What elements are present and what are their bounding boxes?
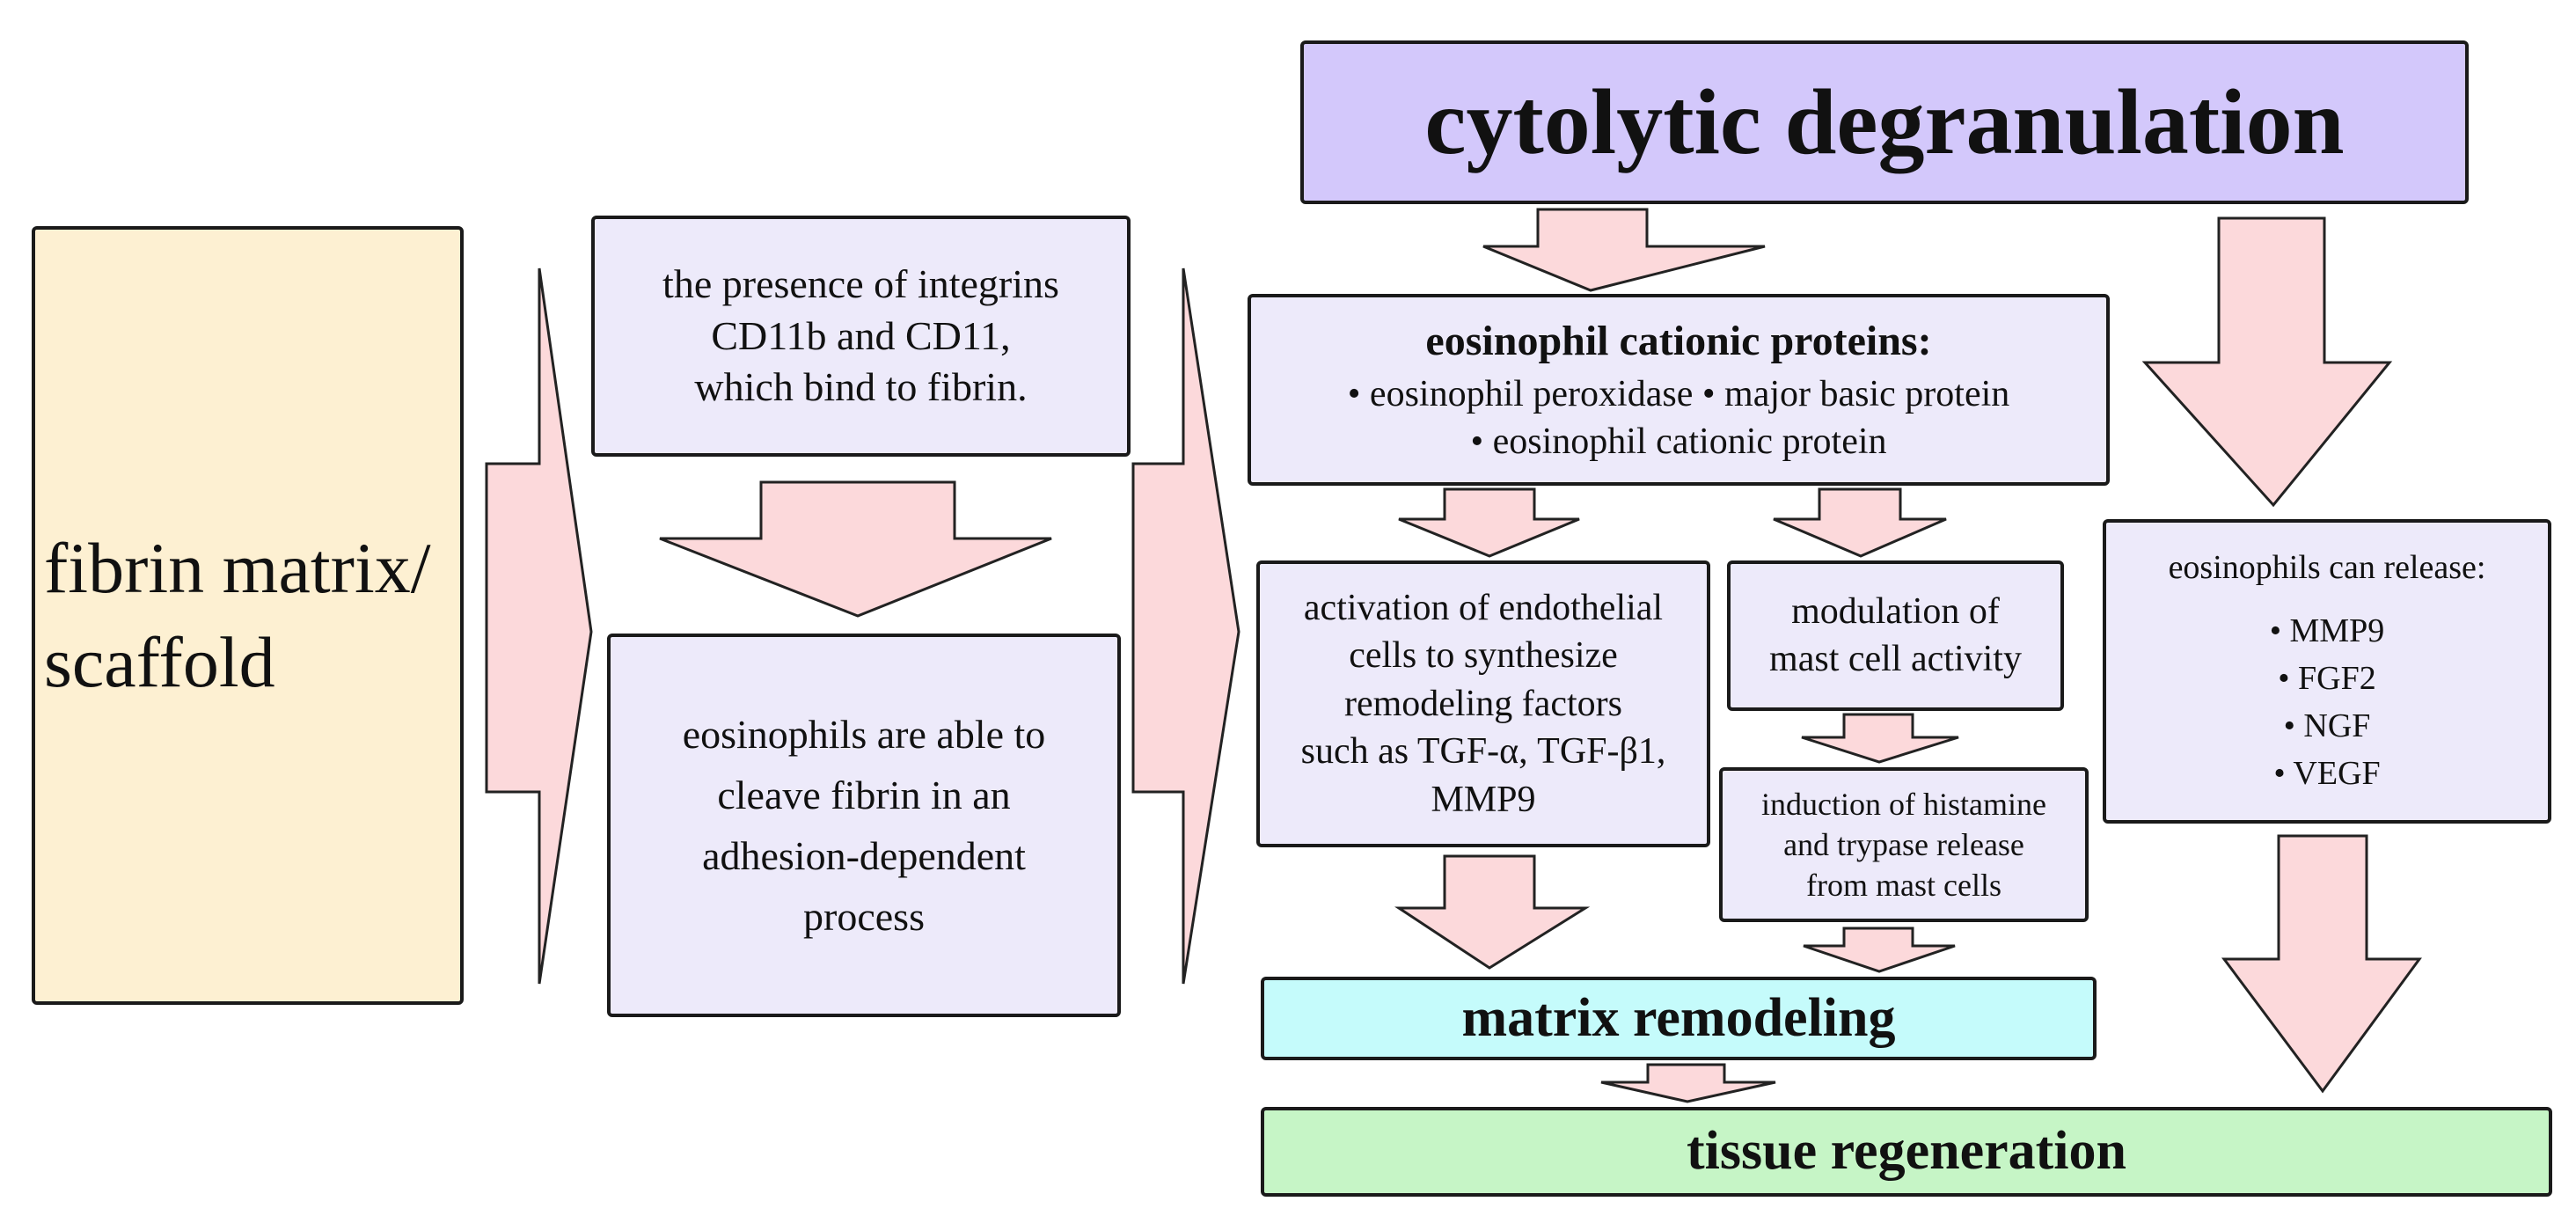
mast-cell-modulation-box: modulation of mast cell activity — [1727, 560, 2064, 711]
histamine-release-box: induction of histamine and trypase relea… — [1719, 767, 2089, 922]
integrins-line-3: which bind to fibrin. — [694, 364, 1028, 410]
endothelial-line-1: activation of endothelial — [1303, 587, 1664, 628]
down-arrow-endothelial-to-matrix — [1394, 854, 1591, 970]
cytolytic-degranulation-box: cytolytic degranulation — [1300, 40, 2469, 204]
cleave-fibrin-box: eosinophils are able to cleave fibrin in… — [607, 634, 1121, 1017]
cleave-line-1: eosinophils are able to — [682, 712, 1046, 757]
endothelial-line-2: cells to synthesize — [1349, 635, 1618, 677]
cytolytic-title: cytolytic degranulation — [1424, 70, 2345, 174]
fibrin-line-1: fibrin matrix/ — [44, 527, 431, 608]
down-arrow-release-to-tissue — [2221, 834, 2422, 1094]
cationic-proteins-box: eosinophil cationic proteins: • eosinoph… — [1248, 294, 2110, 486]
histamine-line-2: and trypase release — [1783, 826, 2024, 862]
down-arrow-cationic-to-mast — [1773, 487, 1947, 558]
down-arrow-cationic-to-endothelial — [1398, 487, 1580, 558]
histamine-line-3: from mast cells — [1806, 868, 2002, 904]
right-arrow-fibrin-to-adhesion — [485, 267, 593, 985]
release-item: • VEGF — [2273, 754, 2381, 792]
cleave-line-3: adhesion-dependent — [702, 833, 1026, 878]
cleave-line-2: cleave fibrin in an — [717, 773, 1011, 817]
integrins-line-2: CD11b and CD11, — [711, 312, 1011, 358]
release-intro: eosinophils can release: — [2168, 549, 2486, 587]
tissue-title: tissue regeneration — [1687, 1121, 2126, 1182]
down-arrow-cytolytic-to-cationic — [1482, 208, 1766, 292]
cleave-line-4: process — [803, 894, 925, 939]
cationic-heading: eosinophil cationic proteins: — [1425, 317, 1932, 364]
down-arrow-cytolytic-to-release — [2141, 216, 2393, 508]
matrix-title: matrix remodeling — [1461, 987, 1896, 1048]
release-item: • FGF2 — [2278, 660, 2376, 698]
integrins-box: the presence of integrins CD11b and CD11… — [591, 216, 1131, 457]
matrix-remodeling-box: matrix remodeling — [1261, 977, 2097, 1060]
cationic-line-2: • eosinophil cationic protein — [1470, 421, 1887, 462]
histamine-line-1: induction of histamine — [1761, 786, 2046, 822]
endothelial-line-4: such as TGF-α, TGF-β1, — [1300, 731, 1666, 773]
endothelial-line-3: remodeling factors — [1343, 683, 1623, 724]
integrins-line-1: the presence of integrins — [662, 260, 1059, 306]
fibrin-scaffold-box: fibrin matrix/ scaffold — [32, 226, 464, 1005]
down-arrow-mast-to-histamine — [1801, 713, 1959, 764]
right-arrow-adhesion-to-degranulation — [1131, 267, 1240, 985]
down-arrow-integrins-to-cleave — [659, 480, 1052, 618]
mast-line-2: mast cell activity — [1769, 638, 2022, 679]
eosinophil-release-box: eosinophils can release: • MMP9 • FGF2 •… — [2103, 519, 2551, 824]
cationic-line-1: • eosinophil peroxidase • major basic pr… — [1347, 373, 2010, 414]
down-arrow-histamine-to-matrix — [1803, 927, 1956, 973]
release-item: • NGF — [2283, 707, 2371, 744]
endothelial-line-5: MMP9 — [1431, 779, 1536, 820]
mast-line-1: modulation of — [1791, 590, 2000, 632]
release-item: • MMP9 — [2269, 612, 2385, 650]
fibrin-line-2: scaffold — [44, 621, 275, 702]
down-arrow-matrix-to-tissue — [1600, 1063, 1776, 1103]
endothelial-activation-box: activation of endothelial cells to synth… — [1256, 560, 1710, 847]
tissue-regeneration-box: tissue regeneration — [1261, 1107, 2552, 1197]
